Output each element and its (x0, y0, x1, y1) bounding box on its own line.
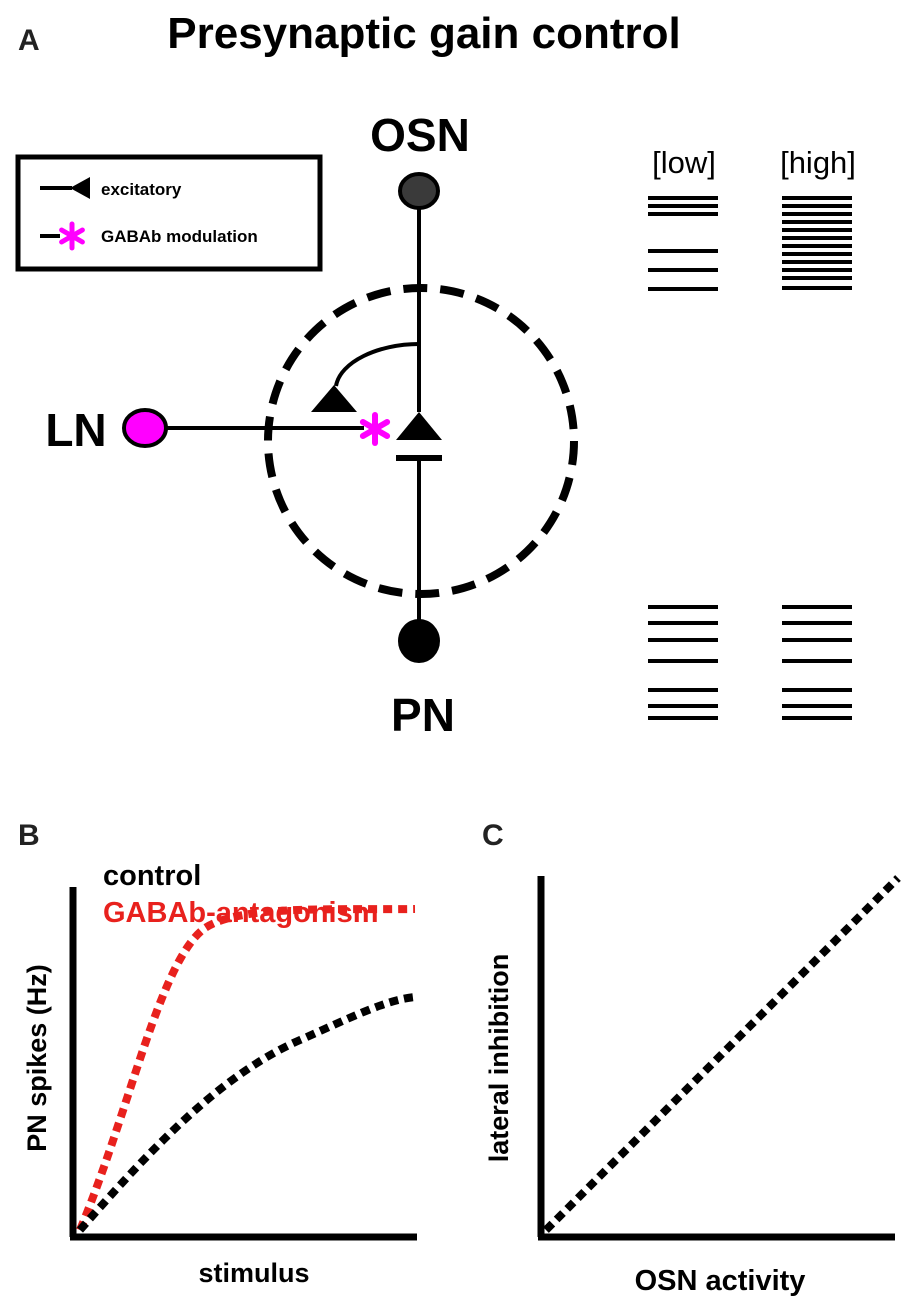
gaba-modulation-marker (359, 412, 391, 446)
panel-b-xlabel: stimulus (198, 1258, 309, 1288)
osn-ln-branch (334, 342, 420, 387)
raster-osn-low (648, 196, 718, 291)
ln-soma (122, 408, 168, 448)
circuit-diagram: OSN LN PN (45, 109, 578, 741)
excitatory-symbol (40, 177, 90, 199)
control-curve (76, 993, 416, 1233)
panel-c-label: C (482, 819, 504, 852)
lateral-inhibition-line (543, 875, 901, 1233)
panel-a-label: A (18, 24, 40, 57)
panel-b-ylabel: PN spikes (Hz) (22, 964, 52, 1152)
raster-pn-low (648, 605, 718, 720)
panel-c-ylabel: lateral inhibition (484, 954, 514, 1163)
legend-box: excitatory GABAb modulation (15, 154, 323, 272)
legend-modulation-label: GABAb modulation (101, 227, 258, 246)
osn-soma (398, 172, 440, 210)
pn-label: PN (391, 689, 455, 741)
panel-b-axes (69, 887, 417, 1241)
gaba-modulation-symbol (40, 221, 85, 251)
panel-b-legend-control: control (103, 860, 201, 892)
osn-excitatory-terminal (396, 412, 442, 440)
panel-a-title: Presynaptic gain control (167, 9, 680, 58)
panel-c-axes (537, 876, 895, 1241)
condition-low-label: [low] (652, 145, 716, 180)
osn-label: OSN (370, 109, 470, 161)
osn-ln-terminal (311, 385, 357, 412)
panel-c-xlabel: OSN activity (635, 1265, 806, 1297)
legend-excitatory-label: excitatory (101, 180, 182, 199)
legend-frame (15, 154, 323, 272)
ln-label: LN (45, 404, 106, 456)
condition-high-label: [high] (780, 145, 856, 180)
pn-soma (398, 619, 440, 663)
raster-pn-high (782, 605, 852, 720)
antagonist-curve (76, 905, 416, 1232)
raster-osn-high (782, 196, 852, 290)
panel-b-label: B (18, 819, 40, 852)
